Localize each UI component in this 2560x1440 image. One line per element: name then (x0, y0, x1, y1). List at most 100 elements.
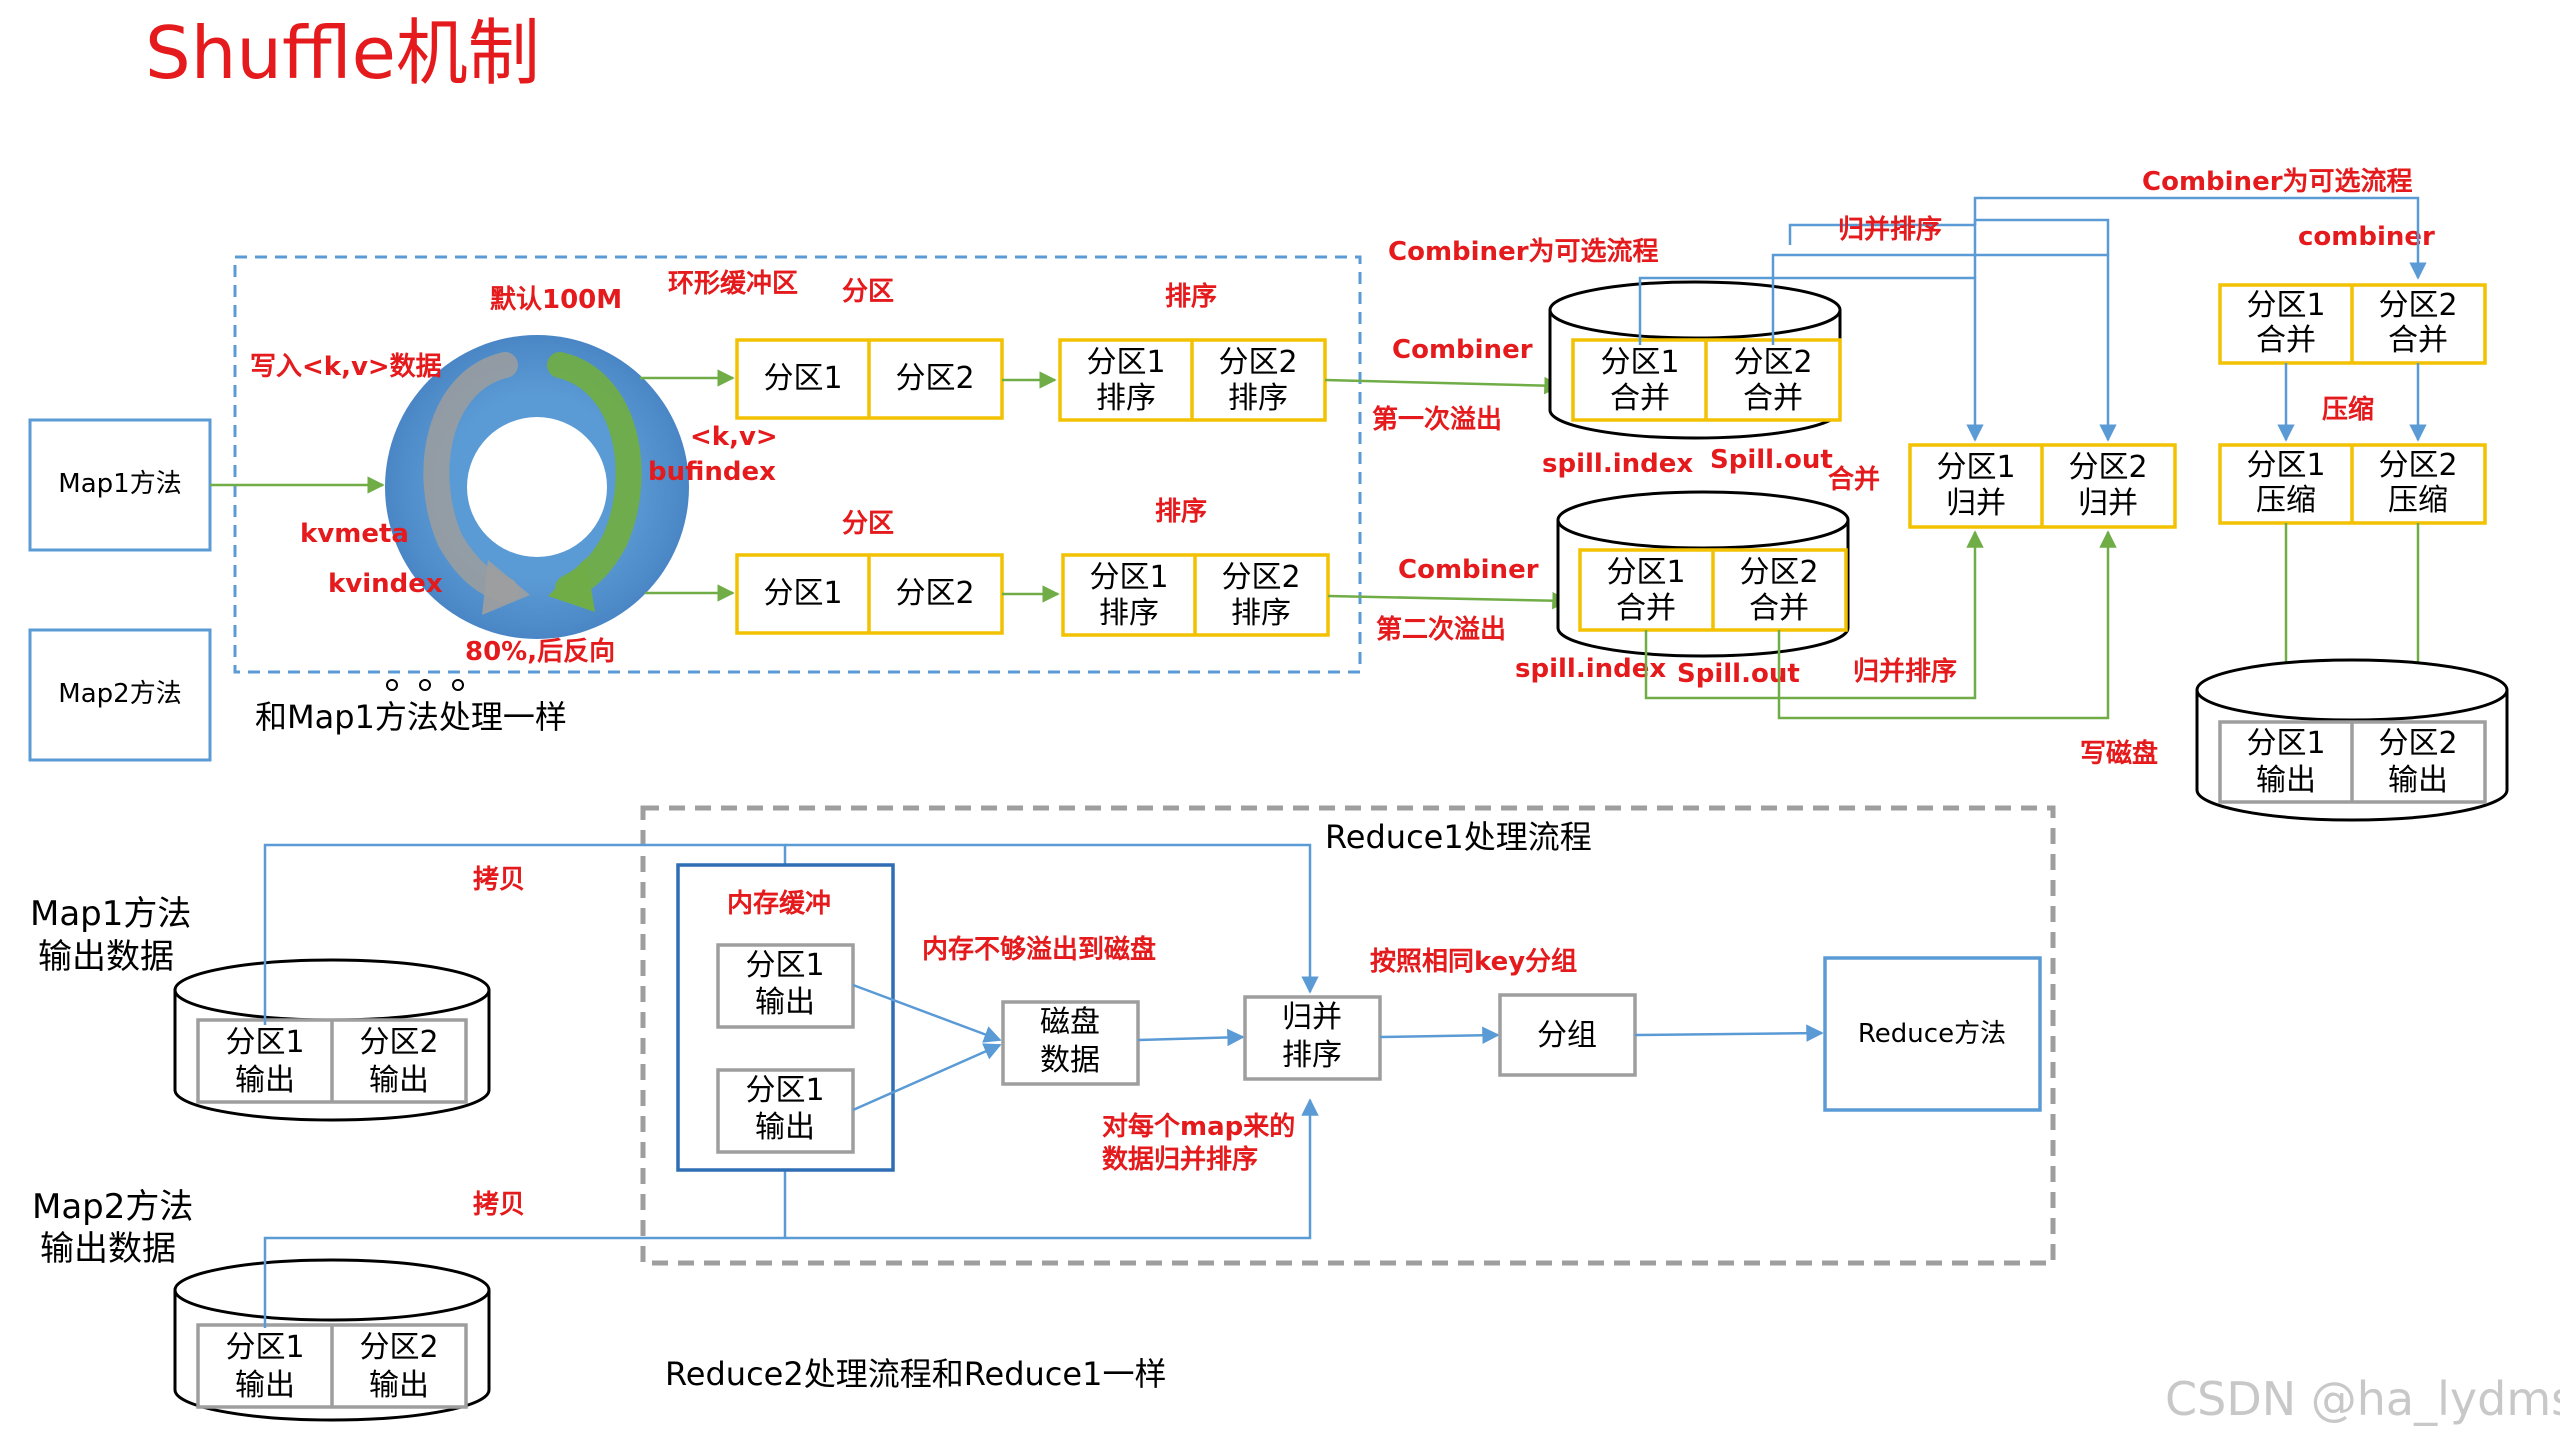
map1-label: Map1方法 (58, 469, 181, 499)
group-by-key-label: 按照相同key分组 (1370, 946, 1577, 977)
partition-cell-p1-top: 分区1 (763, 361, 842, 396)
default-100m-label: 默认100M (490, 285, 622, 315)
spill2-label: 第二次溢出 (1376, 614, 1506, 645)
watermark: CSDN @ha_lydms (2165, 1372, 2560, 1426)
group-to-reduce-arrow (1634, 1024, 1824, 1042)
per-map-merge-line1: 对每个map来的 (1102, 1111, 1295, 1142)
spill2-p2-merge: 合并 (1749, 591, 1809, 626)
same-as-map1-label: 和Map1方法处理一样 (255, 698, 567, 736)
map2-out-p1-word: 输出 (235, 1368, 295, 1403)
map2-output-disk (173, 1258, 491, 1422)
map1-out-p1: 分区1 (225, 1025, 304, 1060)
merge-sort-label-bottom: 归并排序 (1853, 656, 1957, 687)
mem-p1-box-2-line1: 分区1 (745, 1073, 824, 1108)
merged-p1: 分区1 (1936, 450, 2015, 485)
spill1-arrow (1324, 376, 1562, 395)
map1-output-line1: Map1方法 (30, 894, 191, 934)
sort-cell-p1-top: 分区1 (1086, 345, 1165, 380)
combiner-label-bottom: Combiner (1398, 555, 1539, 585)
map1-out-p2-word: 输出 (369, 1063, 429, 1098)
map1-output-line2: 输出数据 (38, 937, 174, 977)
partition-box-bottom (735, 553, 1004, 635)
write-kv-label: 写入<k,v>数据 (250, 352, 442, 382)
merged-p1-merge: 归并 (1946, 486, 2006, 521)
sort-label-top: 排序 (1165, 281, 1217, 312)
map2-output-line2: 输出数据 (40, 1229, 176, 1269)
kv-label: <k,v> (690, 422, 778, 452)
mem-p1-box-1 (716, 943, 855, 1029)
reverse-label: 80%,后反向 (465, 636, 615, 667)
compress-label: 压缩 (2322, 394, 2374, 425)
merge-sort-label-top: 归并排序 (1838, 214, 1942, 245)
reduce2-note: Reduce2处理流程和Reduce1一样 (665, 1355, 1166, 1393)
spill1-p1: 分区1 (1600, 345, 1679, 380)
spill2-p2: 分区2 (1739, 555, 1818, 590)
map1-output-disk (173, 958, 491, 1122)
sort-cell-p2-top-sort: 排序 (1228, 381, 1288, 416)
spill1-p2-merge: 合并 (1743, 381, 1803, 416)
spill1-label: 第一次溢出 (1372, 404, 1502, 435)
spill-out-label-1: Spill.out (1710, 445, 1833, 475)
map2-out-p2: 分区2 (359, 1330, 438, 1365)
spill2-p1: 分区1 (1606, 555, 1685, 590)
map1-out-p1-word: 输出 (235, 1063, 295, 1098)
reduce-method-box (1823, 956, 2042, 1112)
spill2-arrow (1327, 591, 1570, 610)
partition-box-top (735, 338, 1004, 420)
partition-cell-p1-bottom: 分区1 (763, 576, 842, 611)
sort-cell-p2-top: 分区2 (1218, 345, 1297, 380)
mem-p1-box-2-line2: 输出 (755, 1110, 815, 1145)
spill1-p2: 分区2 (1733, 345, 1812, 380)
combined-p1: 分区1 (2246, 288, 2325, 323)
reduce1-flow-label: Reduce1处理流程 (1325, 818, 1592, 856)
map2-out-p2-word: 输出 (369, 1368, 429, 1403)
mem-to-disk-arrow-2 (852, 1043, 1002, 1112)
write-disk-label: 写磁盘 (2080, 738, 2158, 769)
merge-sort-lines-bottom (1644, 530, 2117, 720)
merge-to-group-arrow (1379, 1026, 1500, 1045)
mem-to-disk-arrow-1 (852, 983, 1002, 1043)
sort-label-bottom: 排序 (1155, 496, 1207, 527)
output-p2-word: 输出 (2388, 763, 2448, 798)
copy-label-2: 拷贝 (473, 1190, 525, 1220)
bufindex-label: bufindex (648, 457, 776, 487)
merged-partition-box (1908, 443, 2177, 529)
map2-output-line1: Map2方法 (32, 1187, 193, 1227)
ring-buffer-label: 环形缓冲区 (668, 268, 798, 299)
ellipsis-dots (386, 679, 464, 691)
sort-box-bottom (1061, 553, 1330, 637)
map-task-frame (233, 255, 1362, 674)
merge-label: 合并 (1828, 464, 1880, 495)
reduce1-frame (640, 805, 2056, 1266)
merge-sort-line2: 排序 (1282, 1038, 1342, 1073)
output-p2: 分区2 (2378, 726, 2457, 761)
output-p1: 分区1 (2246, 726, 2325, 761)
disk-to-merge-arrow (1137, 1028, 1245, 1047)
merged-p2-merge: 归并 (2078, 486, 2138, 521)
disk-data-box (1001, 1000, 1140, 1086)
compressed-p2-word: 压缩 (2388, 483, 2448, 518)
combiner-optional-label-1: Combiner为可选流程 (1388, 237, 1659, 267)
output-p1-word: 输出 (2256, 763, 2316, 798)
memory-buffer-label: 内存缓冲 (727, 888, 831, 919)
kvmeta-label: kvmeta (300, 519, 409, 549)
compressed-p2: 分区2 (2378, 448, 2457, 483)
map2-box (28, 628, 212, 762)
group-label: 分组 (1537, 1018, 1597, 1053)
kvindex-label: kvindex (328, 569, 443, 599)
overflow-disk-label: 内存不够溢出到磁盘 (922, 934, 1156, 965)
compressed-p1: 分区1 (2246, 448, 2325, 483)
sort-cell-p2-bottom-sort: 排序 (1231, 596, 1291, 631)
merge-sort-box (1243, 995, 1382, 1081)
spill-disk-1 (1548, 280, 1842, 440)
combiner-small-label: combiner (2298, 222, 2435, 252)
disk-data-line2: 数据 (1040, 1043, 1100, 1078)
map2-label: Map2方法 (58, 679, 181, 709)
mem-p1-box-1-line1: 分区1 (745, 948, 824, 983)
combined-p2-merge: 合并 (2388, 323, 2448, 358)
spill2-p1-merge: 合并 (1616, 591, 1676, 626)
page-title: Shuffle机制 (145, 11, 540, 95)
spill-index-label-2: spill.index (1515, 654, 1666, 684)
partition-cell-p2-top: 分区2 (895, 361, 974, 396)
